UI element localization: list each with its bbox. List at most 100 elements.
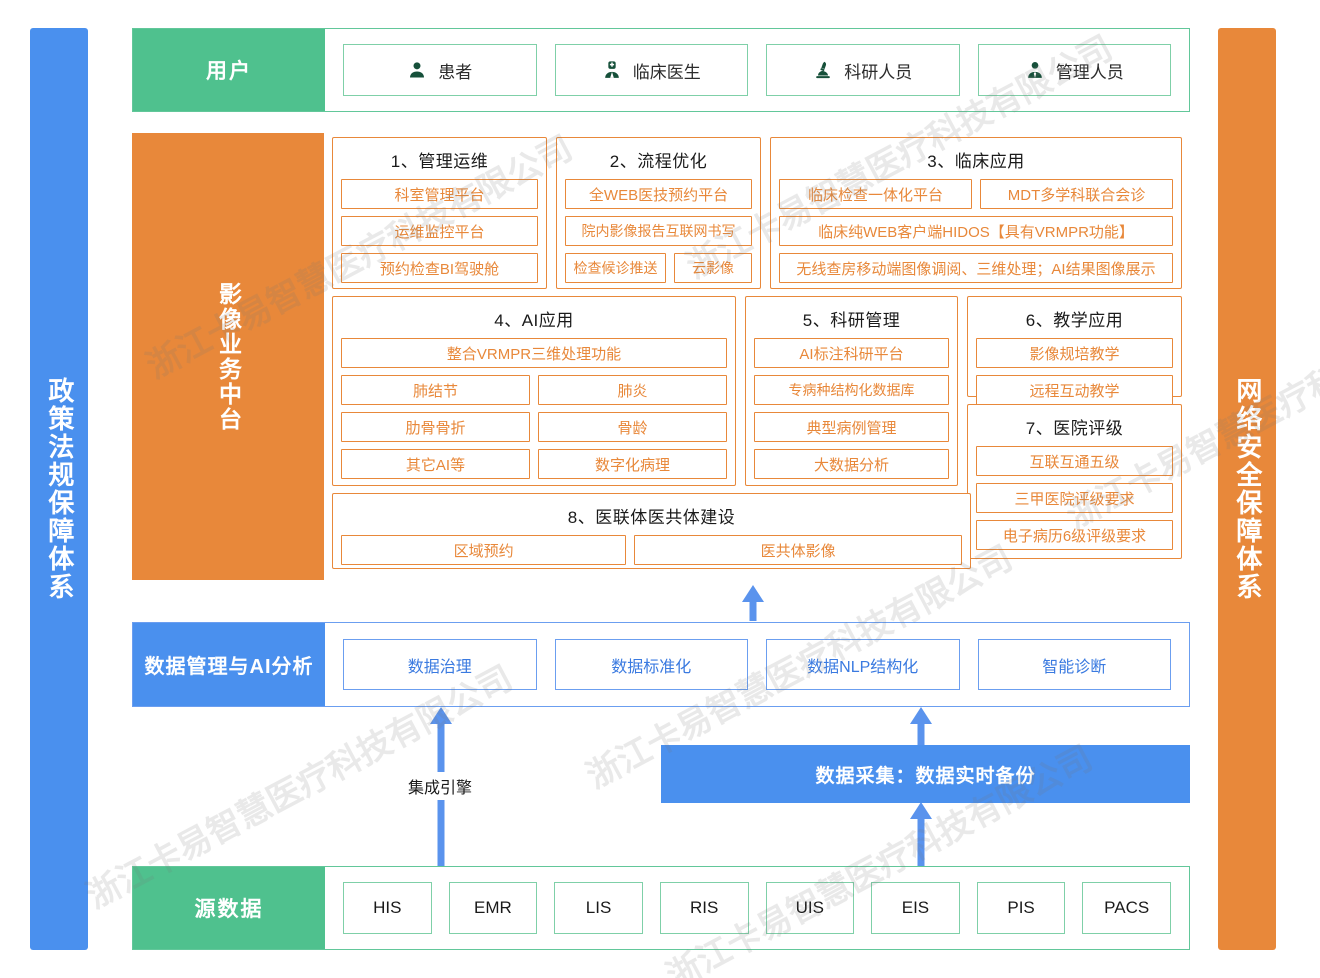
item-box[interactable]: 肺结节: [341, 375, 530, 405]
item-box[interactable]: 无线查房移动端图像调阅、三维处理；AI结果图像展示: [779, 253, 1173, 283]
group-title: 4、AI应用: [494, 311, 574, 330]
group-title: 1、管理运维: [390, 152, 489, 171]
data-card-governance[interactable]: 数据治理: [343, 639, 537, 690]
source-card-uis[interactable]: UIS: [765, 882, 855, 934]
user-card-label: 患者: [438, 62, 473, 82]
source-data-band: 源数据 HIS EMR LIS RIS UIS EIS PIS PACS: [132, 866, 1190, 950]
source-card-pacs[interactable]: PACS: [1082, 882, 1171, 934]
item-box[interactable]: 云影像: [674, 253, 752, 283]
group-row: 肋骨骨折 骨龄: [341, 412, 727, 442]
group-hospital-rating: 7、医院评级 互联互通五级 三甲医院评级要求 电子病历6级评级要求: [967, 404, 1182, 559]
group-teaching-application: 6、教学应用 影像规培教学 远程互动教学: [967, 296, 1182, 405]
item-box[interactable]: 医共体影像: [634, 535, 962, 565]
group-row: 运维监控平台: [341, 216, 538, 246]
user-card-label: 科研人员: [844, 62, 913, 82]
item-box[interactable]: 整合VRMPR三维处理功能: [341, 338, 727, 368]
item-box[interactable]: 数字化病理: [538, 449, 727, 479]
group-row: 整合VRMPR三维处理功能: [341, 338, 727, 368]
group-row: 互联互通五级: [976, 446, 1173, 476]
group-row: 临床检查一体化平台 MDT多学科联合会诊: [779, 179, 1173, 209]
group-row: 远程互动教学: [976, 375, 1173, 405]
source-card-row: HIS EMR LIS RIS UIS EIS PIS PACS: [325, 867, 1189, 949]
group-medical-alliance-construction: 8、医联体医共体建设 区域预约 医共体影像: [332, 493, 971, 569]
imaging-business-middle-platform-band: 影像业务中台 1、管理运维 科室管理平台 运维监控平台 预约检查BI驾驶舱: [132, 133, 1190, 580]
item-box[interactable]: 区域预约: [341, 535, 627, 565]
item-box[interactable]: 临床检查一体化平台: [779, 179, 972, 209]
data-collection-box: 数据采集：数据实时备份: [661, 745, 1190, 803]
item-box[interactable]: 检查候诊推送: [565, 253, 666, 283]
source-card-lis[interactable]: LIS: [554, 882, 643, 934]
middle-platform-label-text: 影像业务中台: [215, 281, 242, 432]
middle-platform-label: 影像业务中台: [132, 133, 324, 580]
user-card-administrator[interactable]: 管理人员: [977, 44, 1171, 96]
item-box[interactable]: 电子病历6级评级要求: [976, 520, 1173, 550]
source-card-emr[interactable]: EMR: [448, 882, 538, 934]
policy-regulation-sidebar-label: 政策法规保障体系: [44, 377, 75, 601]
group-row: 院内影像报告互联网书写: [565, 216, 752, 246]
item-box[interactable]: 远程互动教学: [976, 375, 1173, 405]
microscope-icon: [813, 60, 833, 80]
user-card-row: 患者 临床医生 科研人员 管理人员: [325, 29, 1189, 111]
item-box[interactable]: 运维监控平台: [341, 216, 538, 246]
user-band-label: 用户: [133, 29, 325, 111]
group-row: 其它AI等 数字化病理: [341, 449, 727, 479]
source-card-ris[interactable]: RIS: [659, 882, 749, 934]
group-row: 肺结节 肺炎: [341, 375, 727, 405]
item-box[interactable]: 肋骨骨折: [341, 412, 530, 442]
item-box[interactable]: AI标注科研平台: [754, 338, 949, 368]
group-row: 专病种结构化数据库: [754, 375, 949, 405]
data-management-ai-band: 数据管理与AI分析 数据治理 数据标准化 数据NLP结构化 智能诊断: [132, 622, 1190, 707]
group-row: 三甲医院评级要求: [976, 483, 1173, 513]
item-box[interactable]: 肺炎: [538, 375, 727, 405]
group-title: 2、流程优化: [609, 152, 708, 171]
item-box[interactable]: 预约检查BI驾驶舱: [341, 253, 538, 283]
group-title: 7、医院评级: [1025, 419, 1124, 438]
item-box[interactable]: MDT多学科联合会诊: [980, 179, 1173, 209]
group-row: 临床纯WEB客户端HIDOS【具有VRMPR功能】: [779, 216, 1173, 246]
data-card-standardization[interactable]: 数据标准化: [554, 639, 748, 690]
network-security-sidebar: 网络安全保障体系: [1218, 28, 1276, 950]
item-box[interactable]: 专病种结构化数据库: [754, 375, 949, 405]
middle-platform-body: 1、管理运维 科室管理平台 运维监控平台 预约检查BI驾驶舱: [324, 133, 1190, 580]
item-box[interactable]: 科室管理平台: [341, 179, 538, 209]
data-management-label: 数据管理与AI分析: [133, 623, 325, 706]
network-security-sidebar-label: 网络安全保障体系: [1232, 377, 1263, 601]
doctor-icon: [602, 60, 622, 80]
group-row: 预约检查BI驾驶舱: [341, 253, 538, 283]
user-card-label: 管理人员: [1055, 62, 1124, 82]
source-card-pis[interactable]: PIS: [976, 882, 1066, 934]
item-box[interactable]: 影像规培教学: [976, 338, 1173, 368]
item-box[interactable]: 三甲医院评级要求: [976, 483, 1173, 513]
group-row: 科室管理平台: [341, 179, 538, 209]
group-row: 区域预约 医共体影像: [341, 535, 962, 565]
item-box[interactable]: 典型病例管理: [754, 412, 949, 442]
user-card-patient[interactable]: 患者: [343, 44, 537, 96]
item-box[interactable]: 互联互通五级: [976, 446, 1173, 476]
item-box[interactable]: 院内影像报告互联网书写: [565, 216, 752, 246]
group-ai-application: 4、AI应用 整合VRMPR三维处理功能 肺结节 肺炎 肋骨骨折 骨龄: [332, 296, 736, 486]
manager-icon: [1025, 60, 1045, 80]
group-management-operations: 1、管理运维 科室管理平台 运维监控平台 预约检查BI驾驶舱: [332, 137, 547, 289]
source-card-his[interactable]: HIS: [343, 882, 432, 934]
user-card-clinician[interactable]: 临床医生: [554, 44, 748, 96]
item-box[interactable]: 大数据分析: [754, 449, 949, 479]
data-card-smart-diagnosis[interactable]: 智能诊断: [977, 639, 1171, 690]
user-icon: [407, 60, 427, 80]
item-box[interactable]: 骨龄: [538, 412, 727, 442]
group-row: 无线查房移动端图像调阅、三维处理；AI结果图像展示: [779, 253, 1173, 283]
group-clinical-application: 3、临床应用 临床检查一体化平台 MDT多学科联合会诊 临床纯WEB客户端HID…: [770, 137, 1182, 289]
group-row: 全WEB医技预约平台: [565, 179, 752, 209]
group-row: 大数据分析: [754, 449, 949, 479]
group-row: 影像规培教学: [976, 338, 1173, 368]
source-data-label: 源数据: [133, 867, 325, 949]
group-row: 电子病历6级评级要求: [976, 520, 1173, 550]
data-card-row: 数据治理 数据标准化 数据NLP结构化 智能诊断: [325, 623, 1189, 706]
middle-row-2: 4、AI应用 整合VRMPR三维处理功能 肺结节 肺炎 肋骨骨折 骨龄: [332, 296, 1182, 559]
user-card-researcher[interactable]: 科研人员: [766, 44, 960, 96]
item-box[interactable]: 全WEB医技预约平台: [565, 179, 752, 209]
item-box[interactable]: 其它AI等: [341, 449, 530, 479]
source-card-eis[interactable]: EIS: [871, 882, 960, 934]
data-card-nlp[interactable]: 数据NLP结构化: [766, 639, 960, 690]
item-box[interactable]: 临床纯WEB客户端HIDOS【具有VRMPR功能】: [779, 216, 1173, 246]
